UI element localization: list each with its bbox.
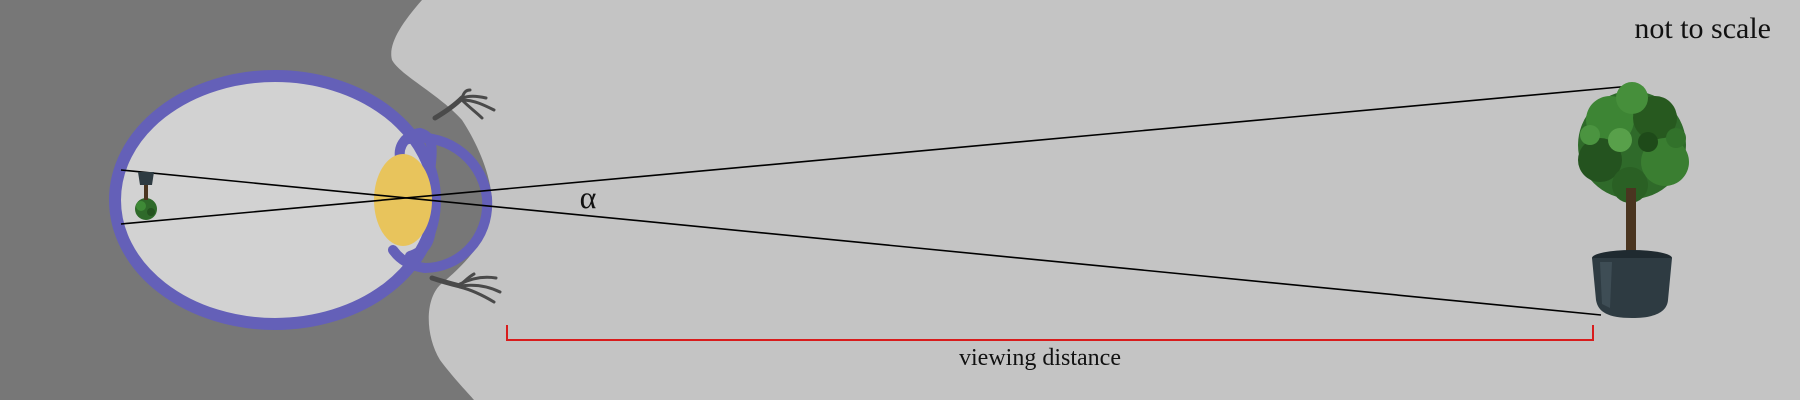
lens <box>374 154 432 246</box>
potted-tree-icon <box>1578 82 1689 318</box>
cornea <box>388 132 493 274</box>
upper-eyelash-icon <box>432 88 496 121</box>
viewing-distance-label: viewing distance <box>959 345 1121 371</box>
iris-lower <box>405 217 437 261</box>
ray-bottom <box>120 169 1602 316</box>
angle-label: α <box>580 179 597 215</box>
retinal-image-icon <box>135 172 157 220</box>
lower-eyelash-icon <box>429 272 502 304</box>
ray-top <box>120 85 1632 225</box>
iris-upper <box>394 127 437 180</box>
not-to-scale-label: not to scale <box>1634 12 1771 45</box>
viewing-distance-measure <box>506 325 1594 341</box>
